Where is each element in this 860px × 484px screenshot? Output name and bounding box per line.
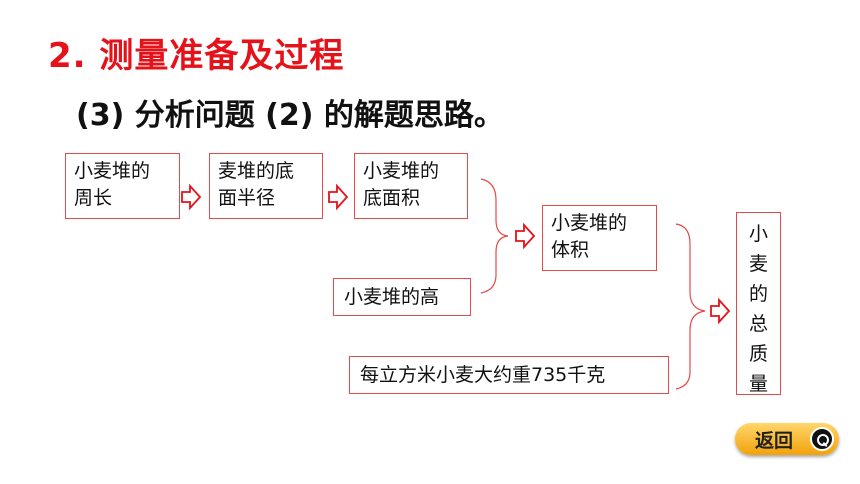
bracket-line bbox=[675, 223, 706, 390]
question-heading: (3) 分析问题 (2) 的解题思路。 bbox=[76, 98, 504, 133]
box-char: 量 bbox=[748, 373, 768, 395]
bracket-line bbox=[480, 178, 509, 294]
back-button[interactable]: 返回 bbox=[735, 423, 839, 455]
box-char: 小 bbox=[748, 223, 768, 245]
box-line: 小麦堆的 bbox=[74, 160, 151, 182]
box-char: 总 bbox=[748, 313, 768, 335]
box-base-area: 小麦堆的 底面积 bbox=[354, 153, 468, 219]
box-radius: 麦堆的底 面半径 bbox=[209, 153, 323, 219]
section-heading: 2. 测量准备及过程 bbox=[48, 36, 345, 76]
box-char: 质 bbox=[748, 343, 768, 365]
box-line: 麦堆的底 bbox=[218, 160, 295, 182]
box-line: 小麦堆的 bbox=[363, 160, 440, 182]
box-perimeter: 小麦堆的 周长 bbox=[65, 153, 180, 219]
box-height: 小麦堆的高 bbox=[333, 278, 471, 316]
box-density: 每立方米小麦大约重735千克 bbox=[349, 356, 669, 394]
box-char: 麦 bbox=[748, 253, 768, 275]
right-arrow-icon bbox=[710, 297, 731, 325]
box-line: 体积 bbox=[551, 239, 590, 261]
search-icon bbox=[810, 427, 834, 451]
box-line: 小麦堆的 bbox=[551, 212, 628, 234]
right-arrow-icon bbox=[181, 183, 202, 211]
box-total-mass: 小 麦 的 总 质 量 bbox=[736, 212, 781, 395]
box-line: 底面积 bbox=[363, 187, 421, 209]
box-volume: 小麦堆的 体积 bbox=[542, 205, 657, 271]
box-line: 周长 bbox=[74, 187, 113, 209]
back-button-label: 返回 bbox=[755, 429, 794, 452]
box-line: 面半径 bbox=[218, 187, 276, 209]
box-line: 小麦堆的高 bbox=[344, 286, 440, 308]
right-arrow-icon bbox=[515, 222, 536, 250]
right-arrow-icon bbox=[328, 183, 349, 211]
box-char: 的 bbox=[748, 283, 768, 305]
box-line: 每立方米小麦大约重735千克 bbox=[360, 364, 606, 386]
